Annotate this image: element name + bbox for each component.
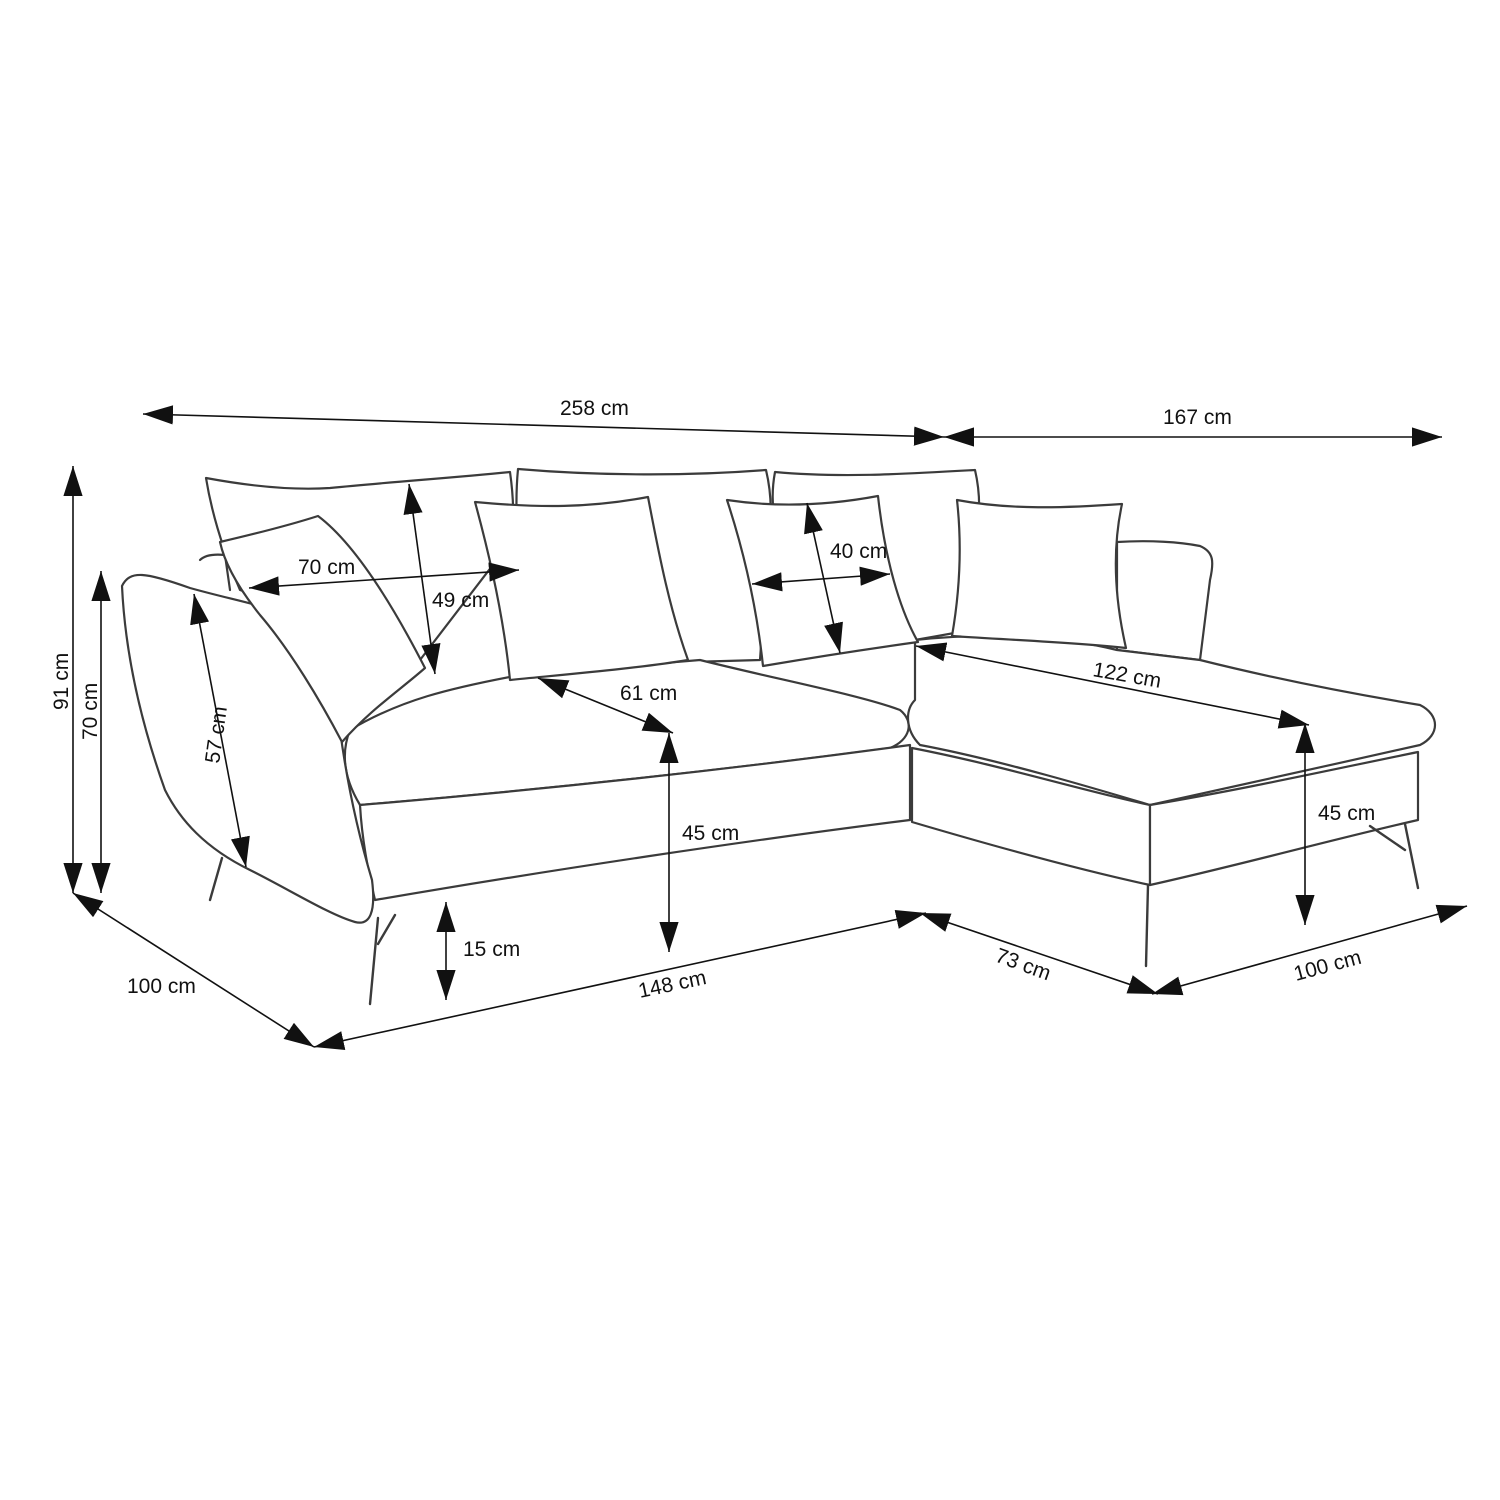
dim-line-100-right [1151, 904, 1468, 996]
label-total-width: 258 cm [560, 397, 629, 420]
pillow-right [950, 498, 1128, 650]
label-seat-depth: 61 cm [620, 682, 677, 705]
leg-left-front [368, 916, 380, 1006]
label-left-depth: 100 cm [127, 975, 196, 998]
label-pillow-width: 70 cm [298, 556, 355, 579]
pillow-center [473, 495, 690, 682]
leg-left-front-b [376, 913, 397, 946]
label-total-height: 91 cm [50, 653, 73, 710]
label-chaise-front: 73 cm [992, 944, 1054, 985]
label-armrest-height: 70 cm [79, 683, 102, 740]
dim-line-70-pillow [248, 562, 520, 596]
dim-line-148 [313, 910, 927, 1050]
dim-line-40-v [804, 502, 843, 654]
dim-line-49 [403, 483, 441, 675]
leg-chaise-front [1144, 883, 1150, 968]
dim-line-57 [190, 593, 250, 868]
leg-chaise-side [1403, 822, 1420, 890]
chaise-base-side [1148, 750, 1420, 887]
dim-line-258 [142, 405, 945, 446]
dim-line-73 [919, 912, 1159, 995]
label-seat-height-chaise: 45 cm [1318, 802, 1375, 825]
label-seat-height-main: 45 cm [682, 822, 739, 845]
main-base-front [358, 743, 912, 902]
sofa-outline [120, 467, 1436, 1006]
label-pillow-height: 49 cm [432, 589, 489, 612]
dim-line-100-left [72, 892, 315, 1048]
leg-left-back [208, 856, 224, 902]
dim-line-122 [915, 642, 1310, 729]
dim-line-61 [537, 677, 674, 734]
label-front-width: 148 cm [636, 966, 708, 1003]
leg-chaise-side-b [1368, 824, 1407, 852]
label-leg-height: 15 cm [463, 938, 520, 961]
label-small-pillow: 40 cm [830, 540, 887, 563]
dimension-lines [63, 405, 1468, 1050]
chaise-arm [1115, 540, 1214, 662]
label-chaise-width: 167 cm [1163, 406, 1232, 429]
